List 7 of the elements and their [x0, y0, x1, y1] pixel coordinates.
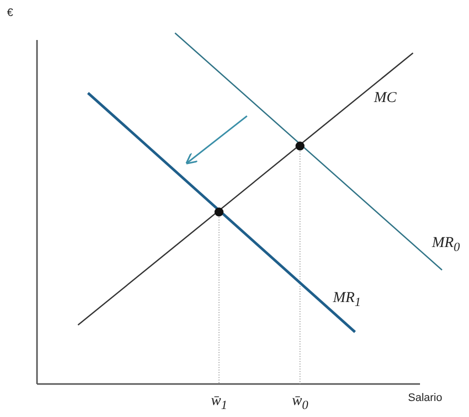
curve-label: MR$_{1}$	[333, 291, 361, 308]
tick-label: w̄$_{1}$	[211, 394, 228, 412]
axis-label: Salario	[408, 393, 442, 404]
curve-label: MC	[374, 91, 396, 106]
tick-label: w̄$_{0}$	[292, 394, 308, 412]
axis-label: €	[7, 8, 14, 19]
curve-label: MR$_{0}$	[432, 236, 460, 254]
